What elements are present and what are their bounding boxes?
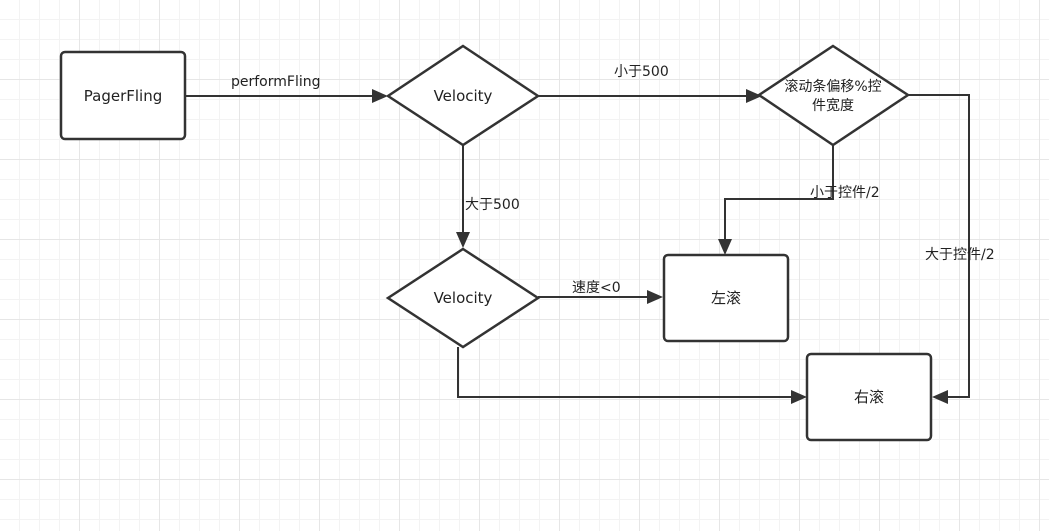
edge-velocity-to-right: [457, 347, 807, 404]
edge-greater-than-half: [908, 94, 970, 404]
node-pager-fling-label: PagerFling: [84, 87, 162, 105]
node-scroll-right: 右滚: [805, 352, 933, 442]
node-scroll-check-label-line2: 件宽度: [812, 97, 854, 114]
edge-greater-than-500: [456, 145, 470, 248]
node-scroll-check: 滚动条偏移%控 件宽度: [756, 44, 911, 147]
edge-label-perform-fling: performFling: [231, 74, 321, 90]
edge-label-less-than-half: 小于控件/2: [810, 185, 880, 201]
node-scroll-left: 左滚: [662, 253, 790, 343]
edge-label-greater-than-half: 大于控件/2: [925, 247, 995, 263]
edge-less-than-half: [718, 145, 834, 255]
node-scroll-check-label-line1: 滚动条偏移%控: [784, 78, 881, 95]
edge-label-greater-than-500: 大于500: [465, 197, 520, 213]
node-velocity-bottom-label: Velocity: [434, 289, 493, 307]
edge-perform-fling: [186, 89, 388, 103]
node-pager-fling: PagerFling: [59, 50, 187, 141]
edge-label-less-than-500: 小于500: [614, 64, 669, 80]
node-velocity-bottom: Velocity: [385, 247, 541, 349]
edge-speed-negative: [538, 290, 663, 304]
node-scroll-right-label: 右滚: [854, 388, 884, 406]
node-velocity-top: Velocity: [385, 44, 541, 147]
edge-label-speed-negative: 速度<0: [572, 280, 621, 296]
node-velocity-top-label: Velocity: [434, 87, 493, 105]
edge-less-than-500: [538, 89, 762, 103]
node-scroll-left-label: 左滚: [711, 289, 741, 307]
